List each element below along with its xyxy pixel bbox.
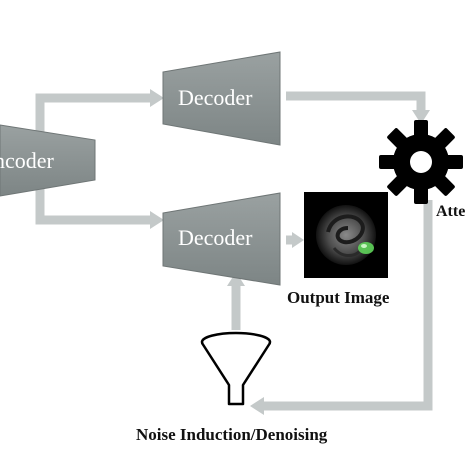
- connector-noise-to-bottom-decoder: [227, 272, 245, 330]
- funnel-icon: [200, 331, 272, 406]
- decoder-bottom-block: Decoder: [162, 192, 281, 286]
- output-image-label: Output Image: [287, 288, 390, 307]
- decoder-top-block: Decoder: [162, 51, 281, 146]
- gear-icon: [379, 120, 463, 204]
- encoder-block: ncoder: [0, 124, 96, 197]
- connector-bottom-decoder-to-output: [286, 232, 304, 248]
- decoder-bottom-label: Decoder: [178, 225, 253, 250]
- encoder-label: ncoder: [0, 148, 55, 173]
- output-image: [304, 192, 388, 278]
- connector-encoder-to-top-decoder: [35, 89, 164, 140]
- attention-label: Atte: [436, 203, 465, 220]
- noise-label: Noise Induction/Denoising: [136, 425, 328, 444]
- connector-top-decoder-to-attention: [286, 91, 430, 124]
- decoder-top-label: Decoder: [178, 85, 253, 110]
- connector-attention-to-noise: [250, 200, 433, 415]
- connector-encoder-to-bottom-decoder: [35, 180, 164, 229]
